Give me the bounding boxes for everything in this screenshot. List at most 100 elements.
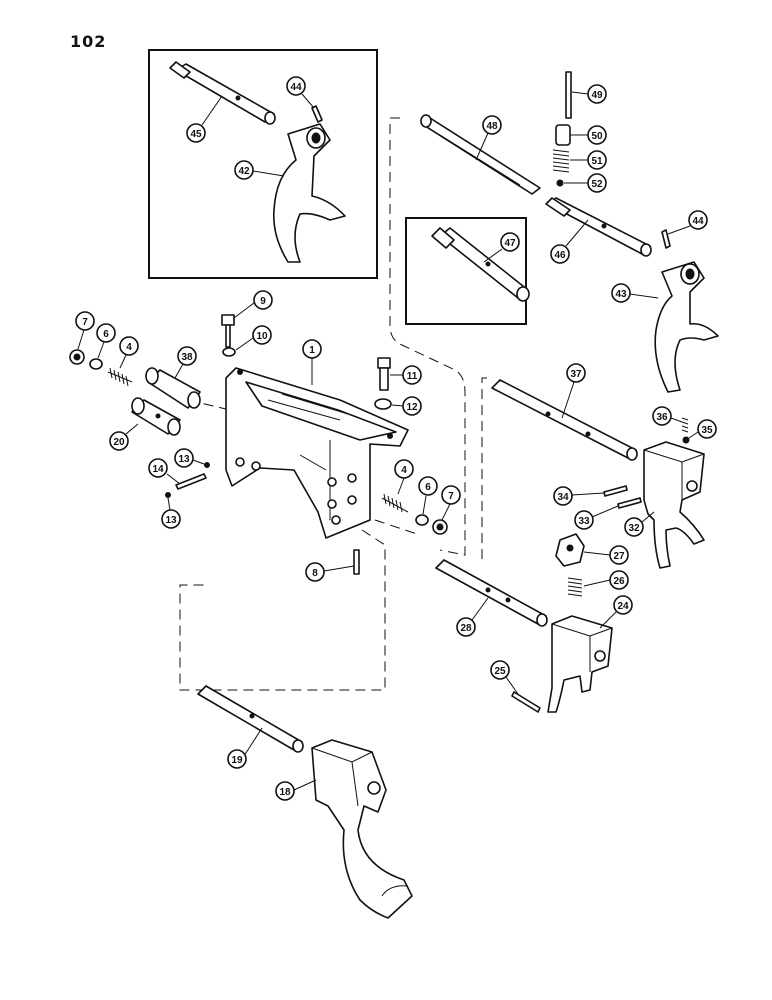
svg-text:44: 44	[290, 82, 302, 93]
alignment-line-37	[481, 377, 487, 565]
callout-44: 44	[286, 76, 315, 109]
callout-48: 48	[475, 115, 502, 161]
callout-12: 12	[391, 396, 422, 416]
part-19-shaft	[197, 685, 304, 753]
part-8-pin	[353, 549, 360, 575]
svg-text:4: 4	[126, 342, 132, 353]
svg-text:43: 43	[615, 289, 627, 300]
callout-4: 4	[394, 459, 414, 495]
callout-45: 45	[186, 95, 223, 143]
svg-text:28: 28	[460, 623, 472, 634]
callout-32: 32	[624, 511, 655, 537]
svg-text:44: 44	[692, 216, 704, 227]
svg-text:6: 6	[425, 482, 431, 493]
svg-text:27: 27	[613, 551, 625, 562]
callout-47: 47	[483, 232, 520, 263]
part-20-sleeve	[131, 397, 181, 436]
callout-18: 18	[275, 779, 317, 801]
part-7-nut-right	[432, 519, 448, 535]
svg-text:32: 32	[628, 523, 640, 534]
part-48-shaft	[420, 114, 541, 195]
part-45-shaft	[169, 61, 276, 125]
svg-text:7: 7	[82, 317, 88, 328]
callout-6: 6	[96, 323, 116, 359]
svg-text:19: 19	[231, 755, 243, 766]
callout-27: 27	[583, 545, 629, 565]
callout-44: 44	[667, 210, 708, 235]
svg-text:13: 13	[178, 454, 190, 465]
part-34-pin	[603, 485, 628, 497]
callout-36: 36	[652, 406, 683, 426]
svg-text:11: 11	[407, 371, 418, 382]
part-27-detent	[555, 533, 585, 567]
part-12-nut	[374, 398, 392, 410]
svg-text:20: 20	[113, 437, 125, 448]
callout-9: 9	[233, 290, 273, 319]
svg-text:34: 34	[557, 492, 569, 503]
alignment-line-48	[389, 117, 466, 556]
callout-26: 26	[583, 570, 629, 590]
part-37-shaft	[491, 379, 638, 461]
callout-34: 34	[553, 486, 605, 506]
callout-49: 49	[571, 84, 607, 104]
callout-11: 11	[390, 365, 422, 385]
svg-text:25: 25	[494, 666, 506, 677]
svg-text:47: 47	[504, 238, 516, 249]
part-13-ball-lower	[165, 492, 171, 498]
part-24-shift-block	[547, 615, 613, 713]
svg-text:46: 46	[554, 250, 566, 261]
callout-51: 51	[570, 150, 607, 170]
alignment-line-4	[374, 519, 421, 536]
callout-50: 50	[570, 125, 607, 145]
svg-text:38: 38	[181, 352, 193, 363]
part-7-nut-left	[69, 349, 85, 365]
part-9-bolt	[221, 314, 235, 348]
callout-19: 19	[227, 727, 263, 769]
part-42-shift-fork	[272, 123, 346, 263]
svg-text:35: 35	[701, 425, 713, 436]
callout-24: 24	[599, 595, 633, 629]
svg-text:33: 33	[578, 516, 590, 527]
svg-text:48: 48	[486, 121, 498, 132]
callout-46: 46	[550, 219, 589, 264]
callout-14: 14	[148, 458, 181, 485]
callout-25: 25	[490, 660, 519, 695]
svg-text:8: 8	[312, 568, 318, 579]
svg-text:36: 36	[656, 412, 668, 423]
svg-text:13: 13	[165, 515, 177, 526]
part-10-washer	[222, 347, 236, 357]
callout-52: 52	[564, 173, 607, 193]
part-51-spring	[552, 149, 570, 173]
part-4-spring-right	[381, 493, 409, 513]
svg-text:52: 52	[591, 179, 603, 190]
part-36-spring	[681, 417, 689, 433]
part-28-shaft	[435, 559, 548, 627]
part-18-shift-fork	[311, 739, 413, 919]
svg-text:45: 45	[190, 129, 202, 140]
svg-text:1: 1	[309, 345, 315, 356]
part-44-pin-inset	[311, 105, 323, 123]
part-25-pin	[511, 691, 541, 713]
callout-35: 35	[688, 419, 717, 439]
svg-text:37: 37	[570, 369, 582, 380]
part-26-spring	[567, 577, 583, 597]
callout-37: 37	[561, 363, 586, 419]
callout-38: 38	[174, 346, 197, 379]
part-49-pin	[565, 71, 572, 119]
callout-20: 20	[109, 423, 139, 451]
part-32-shift-block	[643, 441, 705, 569]
svg-text:26: 26	[613, 576, 625, 587]
callout-6: 6	[418, 476, 438, 515]
callout-7: 7	[75, 311, 95, 350]
part-13-ball-upper	[204, 462, 210, 468]
callout-7: 7	[441, 485, 461, 521]
svg-text:10: 10	[256, 331, 268, 342]
inset-box-fork-42	[148, 49, 378, 279]
part-35-ball	[682, 436, 690, 444]
svg-text:6: 6	[103, 329, 109, 340]
svg-text:18: 18	[279, 787, 291, 798]
svg-text:12: 12	[406, 402, 418, 413]
alignment-line-19	[179, 529, 386, 691]
callout-13: 13	[161, 497, 181, 529]
